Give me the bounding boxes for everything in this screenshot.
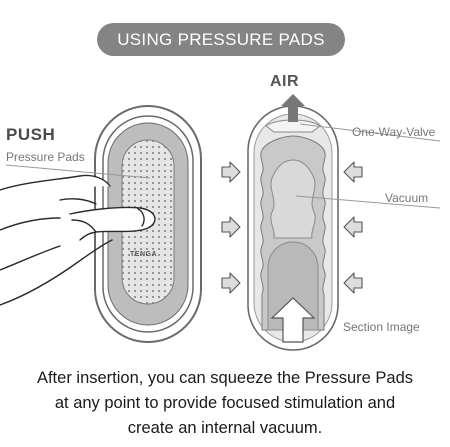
section-image-label: Section Image [343, 320, 420, 334]
insertion-arrow [270, 297, 316, 343]
one-way-valve-label: One-Way-Valve [352, 125, 436, 139]
valve-leader [299, 123, 441, 142]
title-badge: USING PRESSURE PADS [97, 23, 345, 56]
air-arrow [281, 94, 305, 122]
vacuum-leader [295, 195, 441, 209]
arrow-left-1 [221, 161, 241, 183]
vacuum-label: Vacuum [385, 191, 429, 205]
hand-illustration [0, 174, 156, 306]
pressure-pads-label: Pressure Pads [6, 150, 85, 164]
arrow-left-3 [221, 272, 241, 294]
air-label: AIR [270, 73, 300, 90]
caption-line-3: create an internal vacuum. [127, 419, 323, 437]
pressure-pads-leader [5, 164, 151, 179]
caption-line-2: at any point to provide focused stimulat… [54, 394, 396, 412]
insertion-area [267, 241, 319, 331]
caption-line-1: After insertion, you can squeeze the Pre… [36, 369, 414, 387]
title-text: USING PRESSURE PADS [117, 29, 325, 49]
one-way-valve [265, 119, 321, 133]
arrow-right-3 [343, 272, 363, 294]
caption: After insertion, you can squeeze the Pre… [0, 366, 450, 441]
arrow-right-2 [343, 216, 363, 238]
arrow-right-1 [343, 161, 363, 183]
push-label: PUSH [6, 125, 56, 144]
pressure-arrows [221, 161, 363, 294]
vacuum-cavity [270, 159, 316, 239]
brand-logo: TENGA [130, 251, 157, 258]
device-section-view [247, 94, 441, 351]
arrow-left-2 [221, 216, 241, 238]
